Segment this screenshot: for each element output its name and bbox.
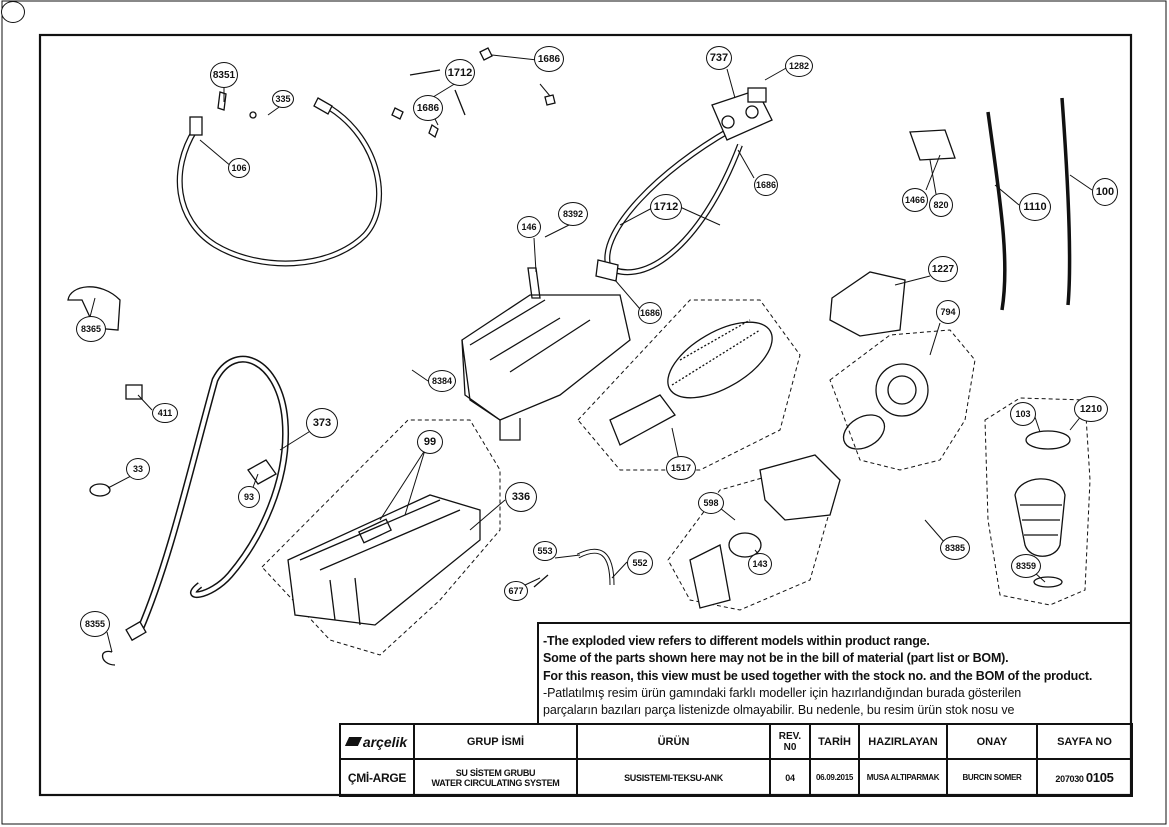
callout-8355: 8355: [80, 611, 110, 637]
header-date: TARİH: [809, 723, 860, 760]
callout-1712-top: 1712: [445, 59, 475, 86]
header-group: GRUP İSMİ: [413, 723, 578, 760]
callout-1110: 1110: [1019, 193, 1051, 221]
callout-552: 552: [627, 551, 653, 575]
callout-146: 146: [517, 216, 541, 238]
filter-assembly: [609, 319, 773, 446]
brand-name: arçelik: [362, 733, 408, 750]
note-line-4: -Patlatılmış resim ürün gamındaki farklı…: [543, 685, 1022, 700]
product-cell: SUSISTEMI-TEKSU-ANK: [576, 758, 771, 797]
callout-1686-d: 1686: [638, 302, 662, 324]
callout-100: 100: [1092, 178, 1118, 206]
note-line-5: parçaların bazıları parça listenizde olm…: [543, 703, 1015, 718]
header-product: ÜRÜN: [576, 723, 771, 760]
note-line-3: For this reason, this view must be used …: [543, 668, 1093, 683]
prepared-cell: MUSA ALTIPARMAK: [858, 758, 948, 797]
page-cell: 207030 0105: [1036, 758, 1133, 797]
callout-1517: 1517: [666, 456, 696, 480]
group-name-tr: SU SİSTEM GRUBU: [455, 767, 536, 778]
callout-93: 93: [238, 486, 260, 508]
callout-411: 411: [152, 403, 178, 423]
small-clamps: [391, 47, 556, 138]
note-line-2: Some of the parts shown here may not be …: [543, 651, 1009, 666]
callout-106: 106: [228, 158, 250, 178]
callout-1686-e: [1, 1, 25, 23]
rails: [909, 97, 1072, 311]
callout-598: 598: [698, 492, 724, 514]
header-page: SAYFA NO: [1036, 723, 1133, 760]
inlet-hose: [176, 91, 382, 267]
callout-820: 820: [929, 193, 953, 217]
callout-1466: 1466: [902, 188, 928, 212]
misc-parts: [67, 286, 615, 666]
callout-8392: 8392: [558, 202, 588, 226]
callout-8351: 8351: [210, 62, 238, 88]
page-number: 0105: [1085, 770, 1114, 785]
brand-mark-icon: [344, 737, 362, 746]
header-prepared: HAZIRLAYAN: [858, 723, 948, 760]
callout-33: 33: [126, 458, 150, 480]
callout-336: 336: [505, 482, 537, 512]
pump-assembly: [689, 271, 929, 609]
callout-553: 553: [533, 541, 557, 561]
callout-143: 143: [748, 553, 772, 575]
brand-logo: arçelik: [342, 733, 412, 750]
callout-1686-b: 1686: [413, 95, 443, 121]
callout-737: 737: [706, 46, 732, 70]
callout-8384: 8384: [428, 370, 456, 392]
drain-hose: [125, 355, 290, 642]
note-line-1: -The exploded view refers to different m…: [543, 634, 930, 648]
callout-8385: 8385: [940, 536, 970, 560]
notes-box: -The exploded view refers to different m…: [537, 622, 1131, 724]
callout-677: 677: [504, 581, 528, 601]
callout-335: 335: [272, 90, 294, 108]
callout-103: 103: [1010, 402, 1036, 426]
callout-8365: 8365: [76, 316, 106, 342]
callout-794: 794: [936, 300, 960, 324]
callout-8359: 8359: [1011, 554, 1041, 578]
callout-1686-a: 1686: [534, 46, 564, 72]
callout-1712-mid: 1712: [650, 194, 682, 220]
group-name-en: WATER CIRCULATING SYSTEM: [431, 777, 560, 788]
brand-cell: arçelik: [339, 723, 415, 760]
callout-1210: 1210: [1074, 396, 1108, 422]
callout-1282: 1282: [785, 55, 813, 77]
code-cell: ÇMİ-ARGE: [339, 758, 415, 797]
callout-373: 373: [306, 408, 338, 438]
approve-cell: BURCIN SOMER: [946, 758, 1038, 797]
rev-cell: 04: [769, 758, 811, 797]
detergent-drawer: [287, 494, 481, 626]
callout-1686-c: 1686: [754, 174, 778, 196]
title-block: arçelik GRUP İSMİ ÜRÜN REV. N0 TARİH HAZ…: [339, 723, 1133, 797]
header-approve: ONAY: [946, 723, 1038, 760]
group-cell: SU SİSTEM GRUBU WATER CIRCULATING SYSTEM: [413, 758, 578, 797]
bellows-assembly: [1014, 430, 1071, 588]
callout-1227: 1227: [928, 256, 958, 282]
dispenser-housing: [461, 267, 631, 441]
valve-and-hose: [595, 87, 773, 282]
header-rev: REV. N0: [769, 723, 811, 760]
callout-99: 99: [417, 430, 443, 454]
page-prefix: 207030: [1055, 774, 1084, 784]
date-cell: 06.09.2015: [809, 758, 860, 797]
